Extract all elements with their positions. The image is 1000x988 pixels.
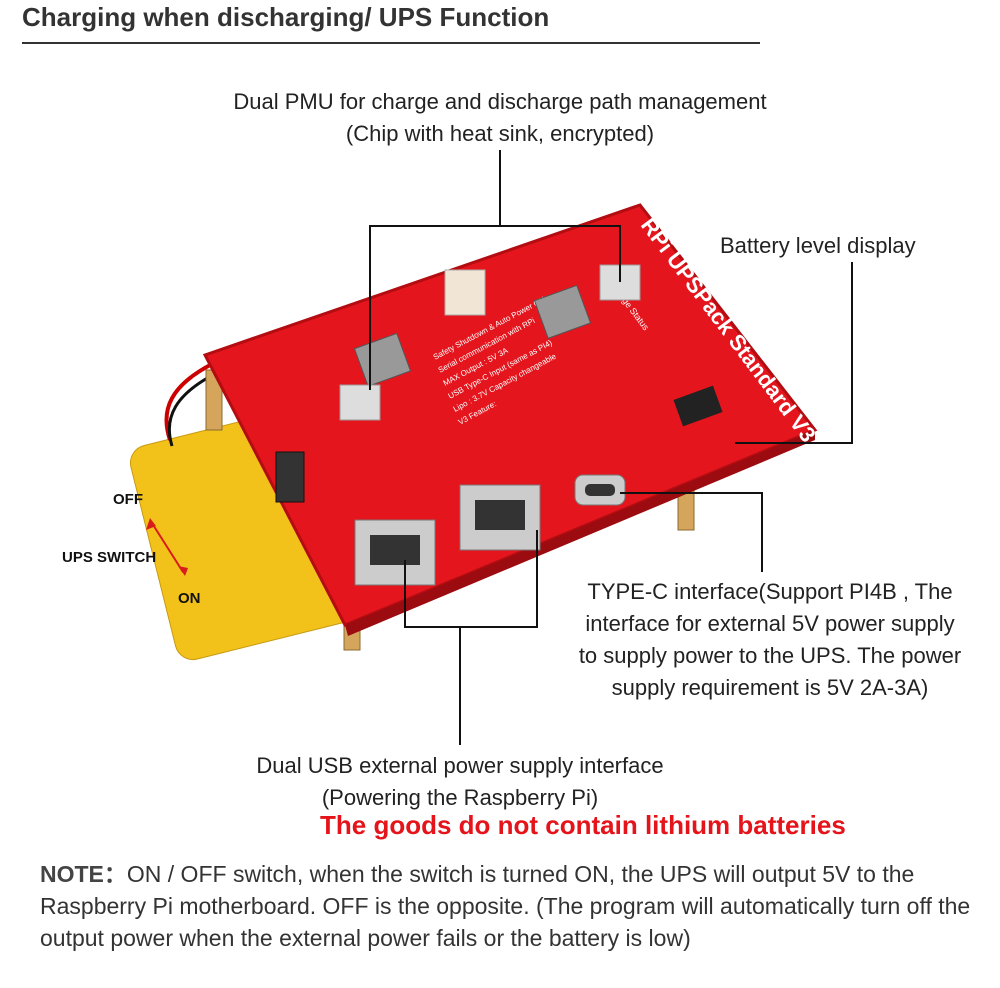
battery-connector (444, 269, 486, 316)
ups-switch-label: UPS SWITCH (62, 549, 157, 566)
switch-off-label: OFF (113, 491, 143, 508)
battery-level-chip (673, 385, 723, 427)
switch-on-label: ON (178, 590, 201, 607)
ups-switch (275, 451, 305, 503)
page-title: Charging when discharging/ UPS Function (22, 2, 550, 32)
inductor (533, 284, 592, 339)
switch-arrow (149, 519, 184, 573)
lithium-warning: The goods do not contain lithium batteri… (320, 810, 846, 840)
typec-callout-line: TYPE-C interface(Support PI4B , The (587, 579, 953, 604)
typec-callout-line: interface for external 5V power supply (585, 611, 955, 636)
note-text: ON / OFF switch, when the switch is turn… (40, 861, 971, 951)
pmu-callout-line: (Chip with heat sink, encrypted) (345, 121, 655, 146)
inductor (353, 332, 412, 387)
usb-port (459, 484, 541, 551)
usb-callout: Dual USB external power supply interface… (200, 750, 720, 814)
pmu-callout: Dual PMU for charge and discharge path m… (170, 86, 830, 150)
typec-callout-line: to supply power to the UPS. The power (578, 643, 962, 668)
note-label: NOTE： (40, 861, 127, 887)
heat-sink (339, 384, 381, 421)
type-c-port (574, 474, 626, 506)
title-underline (22, 42, 760, 44)
usb-callout-line: (Powering the Raspberry Pi) (321, 785, 599, 810)
leader-lines (369, 150, 853, 745)
usb-callout-line: Dual USB external power supply interface (256, 753, 664, 778)
pmu-callout-line: Dual PMU for charge and discharge path m… (233, 89, 767, 114)
typec-callout-line: supply requirement is 5V 2A-3A) (611, 675, 929, 700)
typec-callout: TYPE-C interface(Support PI4B , The inte… (540, 576, 1000, 704)
usb-port (354, 519, 436, 586)
battery-level-callout: Battery level display (720, 233, 916, 258)
note-paragraph: NOTE：ON / OFF switch, when the switch is… (40, 858, 980, 954)
